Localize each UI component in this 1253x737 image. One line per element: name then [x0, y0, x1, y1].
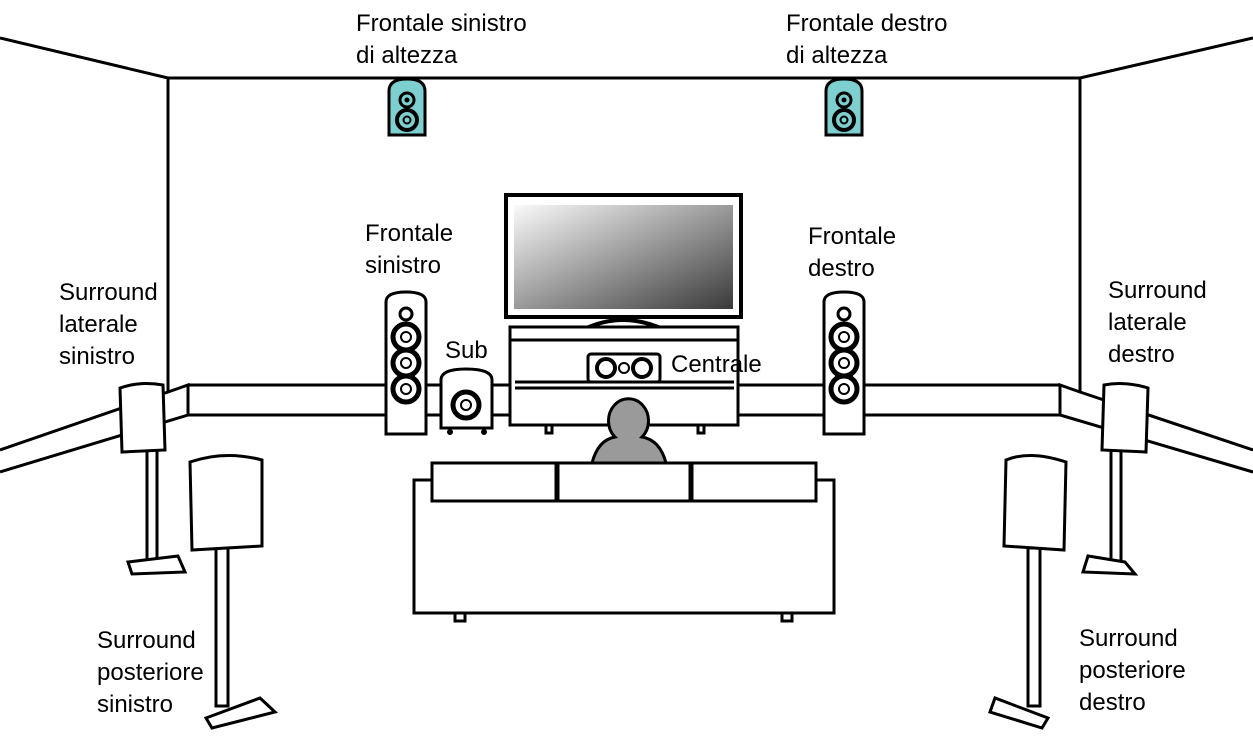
- surround-back-right-speaker: [988, 454, 1068, 730]
- label-line: Frontale sinistro: [356, 10, 527, 37]
- label-line: di altezza: [356, 42, 458, 69]
- front-left-speaker: [386, 292, 426, 434]
- label-front-left: Frontale sinistro: [365, 218, 453, 282]
- label-front-height-right: Frontale destro di altezza: [786, 8, 947, 72]
- label-front-height-left: Frontale sinistro di altezza: [356, 8, 527, 72]
- label-line: Surround: [97, 627, 196, 654]
- label-line: laterale: [1108, 309, 1187, 336]
- label-line: destro: [1079, 689, 1146, 716]
- label-line: posteriore: [1079, 657, 1186, 684]
- front-height-right-speaker: [824, 77, 864, 137]
- label-surround-back-right: Surround posteriore destro: [1079, 623, 1186, 719]
- label-front-right: Frontale destro: [808, 221, 896, 285]
- front-height-left-speaker: [387, 77, 427, 137]
- label-line: di altezza: [786, 42, 888, 69]
- label-sub: Sub: [445, 337, 488, 364]
- label-line: Surround: [59, 279, 158, 306]
- label-line: sinistro: [59, 343, 136, 370]
- center-speaker: [586, 352, 662, 384]
- label-surround-left: Surround laterale sinistro: [59, 277, 158, 373]
- listener: [590, 397, 668, 465]
- label-line: Frontale: [365, 220, 454, 247]
- tv: [504, 193, 743, 332]
- label-surround-right: Surround laterale destro: [1108, 275, 1207, 371]
- label-line: Surround: [1079, 625, 1178, 652]
- label-line: sinistro: [97, 691, 174, 718]
- label-line: Frontale: [808, 223, 897, 250]
- surround-left-speaker: [118, 382, 188, 576]
- label-line: destro: [1108, 341, 1175, 368]
- label-surround-back-left: Surround posteriore sinistro: [97, 625, 204, 721]
- sofa: [412, 461, 836, 623]
- label-line: destro: [808, 255, 875, 282]
- label-line: laterale: [59, 311, 138, 338]
- label-line: posteriore: [97, 659, 204, 686]
- label-line: Frontale destro: [786, 10, 948, 37]
- label-center: Centrale: [671, 351, 762, 378]
- subwoofer: [439, 367, 494, 435]
- surround-right-speaker: [1080, 382, 1150, 576]
- label-line: sinistro: [365, 252, 442, 279]
- surround-back-left-speaker: [188, 453, 279, 730]
- front-right-speaker: [824, 292, 864, 434]
- label-line: Surround: [1108, 277, 1207, 304]
